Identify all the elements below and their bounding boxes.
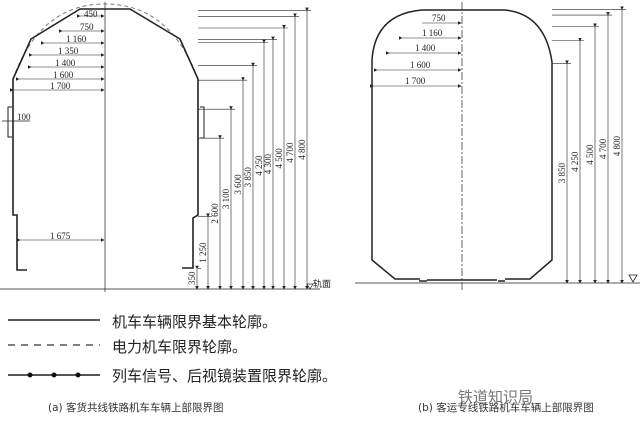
width-dims-b (370, 21, 462, 88)
dim-b-height-label: 4 700 (598, 138, 608, 159)
width-dims-a (10, 14, 105, 242)
legend-label-dashed: 电力机车限界轮廓。 (112, 338, 248, 356)
diagram-a (0, 2, 320, 292)
dim-a-height-label: 4 500 (274, 148, 284, 169)
dim-a-w3: 1 350 (58, 46, 79, 56)
dim-b-w4: 1 700 (405, 76, 426, 86)
electric-outline-a (12, 3, 199, 80)
caption-b: (b) 客运专线铁路机车车辆上部限界图 (418, 402, 594, 414)
dim-b-height-label: 4 800 (612, 135, 622, 156)
height-dims-a (195, 7, 311, 290)
basic-outline-b (371, 9, 553, 282)
signal-outline-a (7, 106, 205, 139)
dim-b-w3: 1 600 (410, 60, 431, 70)
dim-a-height-label: 350 (187, 271, 197, 285)
dim-a-w4: 1 400 (55, 58, 76, 68)
dim-a-w8: 100 (17, 112, 31, 122)
dim-a-height-label: 3 600 (233, 174, 243, 195)
watermark: 铁道知识局 (458, 388, 534, 406)
dim-b-w0: 750 (432, 13, 446, 23)
legend-label-signal: 列车信号、后视镜装置限界轮廓。 (112, 367, 338, 385)
dim-b-w2: 1 400 (415, 43, 436, 53)
dim-b-height-label: 4 250 (570, 151, 580, 172)
dim-b-height-label: 3 850 (557, 163, 567, 184)
legend-dotted-line (8, 372, 100, 378)
dim-a-height-label: 2 600 (210, 203, 220, 224)
dim-a-height-label: 4 300 (263, 154, 273, 175)
dim-b-height-label: 4 500 (585, 144, 595, 165)
rail-triangle-icon (628, 274, 638, 283)
dim-a-height-label: 3 100 (221, 188, 231, 209)
dim-a-height-label: 1 250 (198, 242, 208, 263)
dim-a-height-label: 4 250 (254, 155, 264, 176)
dim-a-height-label: 4 800 (297, 139, 307, 160)
dim-a-w6: 1 700 (50, 81, 71, 91)
dim-a-w1: 750 (80, 22, 94, 32)
legend-label-solid: 机车车辆限界基本轮廓。 (112, 313, 278, 331)
basic-outline-a (12, 8, 199, 271)
dim-a-height-label: 3 850 (243, 167, 253, 188)
dim-a-w2: 1 160 (66, 34, 87, 44)
height-dims-b (552, 6, 626, 284)
dim-a-w0: 450 (84, 9, 98, 19)
dim-a-height-label: 4 700 (285, 142, 295, 163)
rail-label: 轨面 (313, 278, 331, 289)
diagram-b (355, 2, 640, 292)
rail-triangle-icon (306, 283, 314, 290)
dim-a-w7: 1 675 (50, 231, 71, 241)
dim-a-w5: 1 600 (53, 70, 74, 80)
caption-a: (a) 客货共线铁路机车车辆上部限界图 (48, 402, 224, 414)
dim-b-w1: 1 160 (422, 28, 443, 38)
